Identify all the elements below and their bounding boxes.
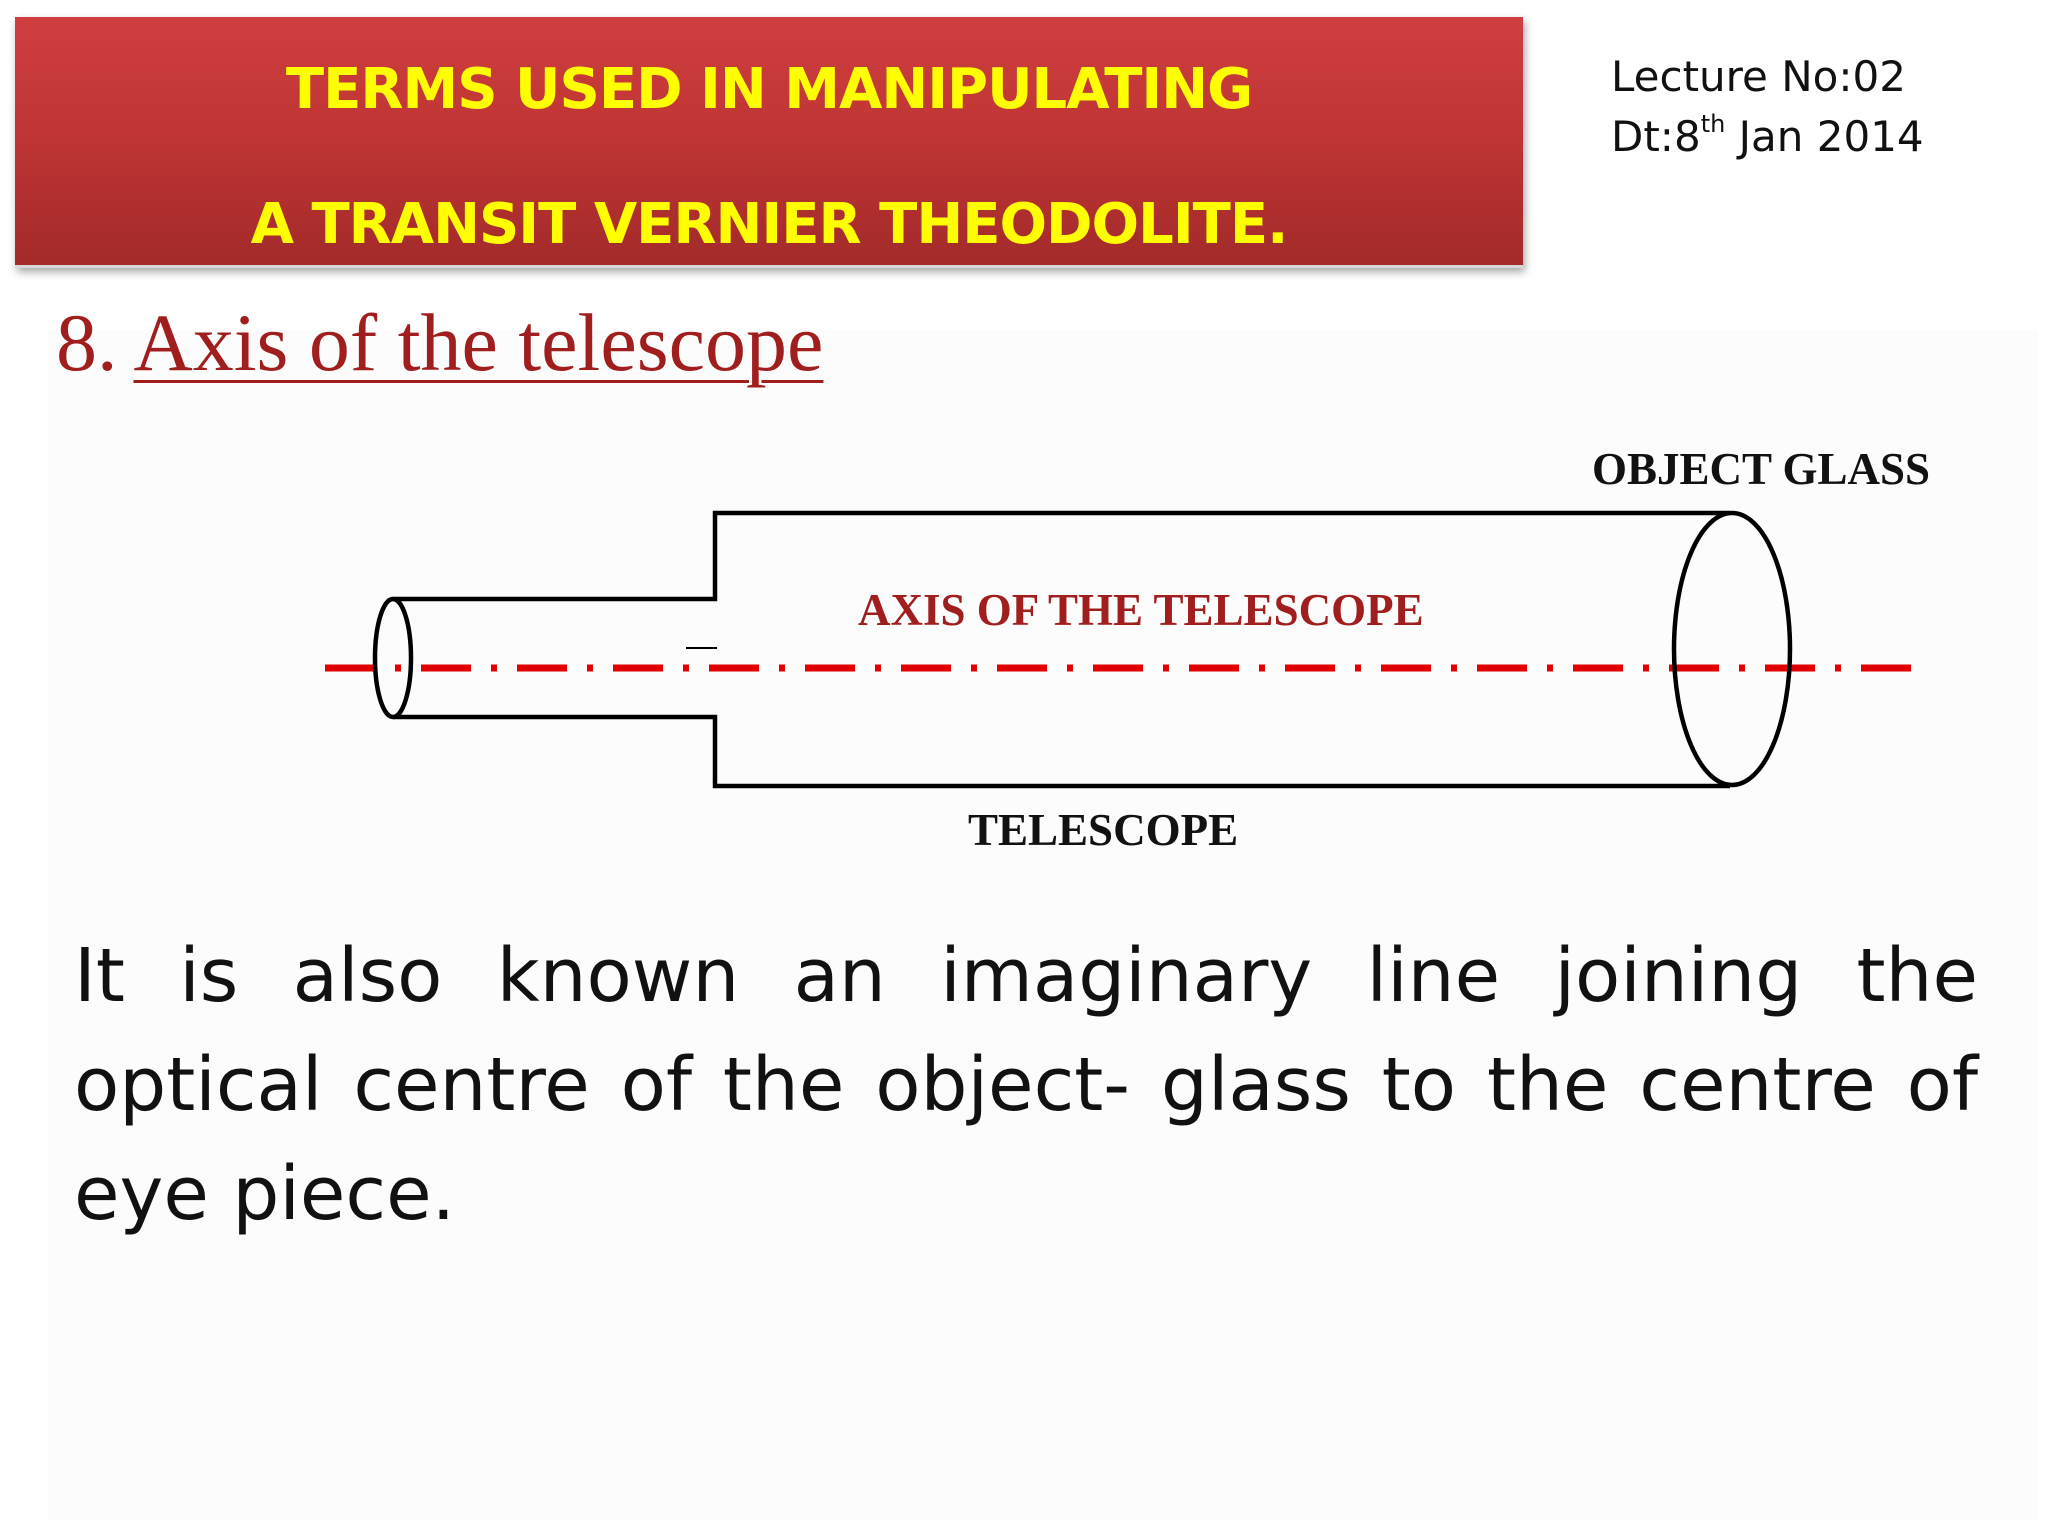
date-suffix: Jan 2014 (1725, 112, 1924, 161)
section-number: 8. (56, 297, 134, 388)
telescope-body-bottom (393, 714, 1730, 789)
title-line-1: TERMS USED IN MANIPULATING (285, 57, 1253, 122)
object-glass-lens (1671, 510, 1793, 788)
title-line-2: A TRANSIT VERNIER THEODOLITE. (250, 192, 1289, 257)
title-banner: TERMS USED IN MANIPULATING A TRANSIT VER… (15, 17, 1523, 268)
section-title: Axis of the telescope (133, 297, 824, 388)
lecture-date: Dt:8th Jan 2014 (1611, 112, 1924, 158)
label-telescope: TELESCOPE (968, 805, 1238, 855)
date-superscript: th (1700, 110, 1726, 138)
lecture-number: Lecture No:02 (1611, 52, 1906, 101)
label-axis: AXIS OF THE TELESCOPE (858, 585, 1424, 635)
body-paragraph: It is also known an imaginary line joini… (74, 933, 1978, 1237)
eyepiece-lens (372, 596, 414, 720)
label-object-glass: OBJECT GLASS (1592, 444, 1930, 494)
eyepiece-tube (393, 510, 1730, 602)
date-prefix: Dt:8 (1611, 112, 1701, 161)
section-heading: 8. Axis of the telescope (56, 302, 823, 384)
